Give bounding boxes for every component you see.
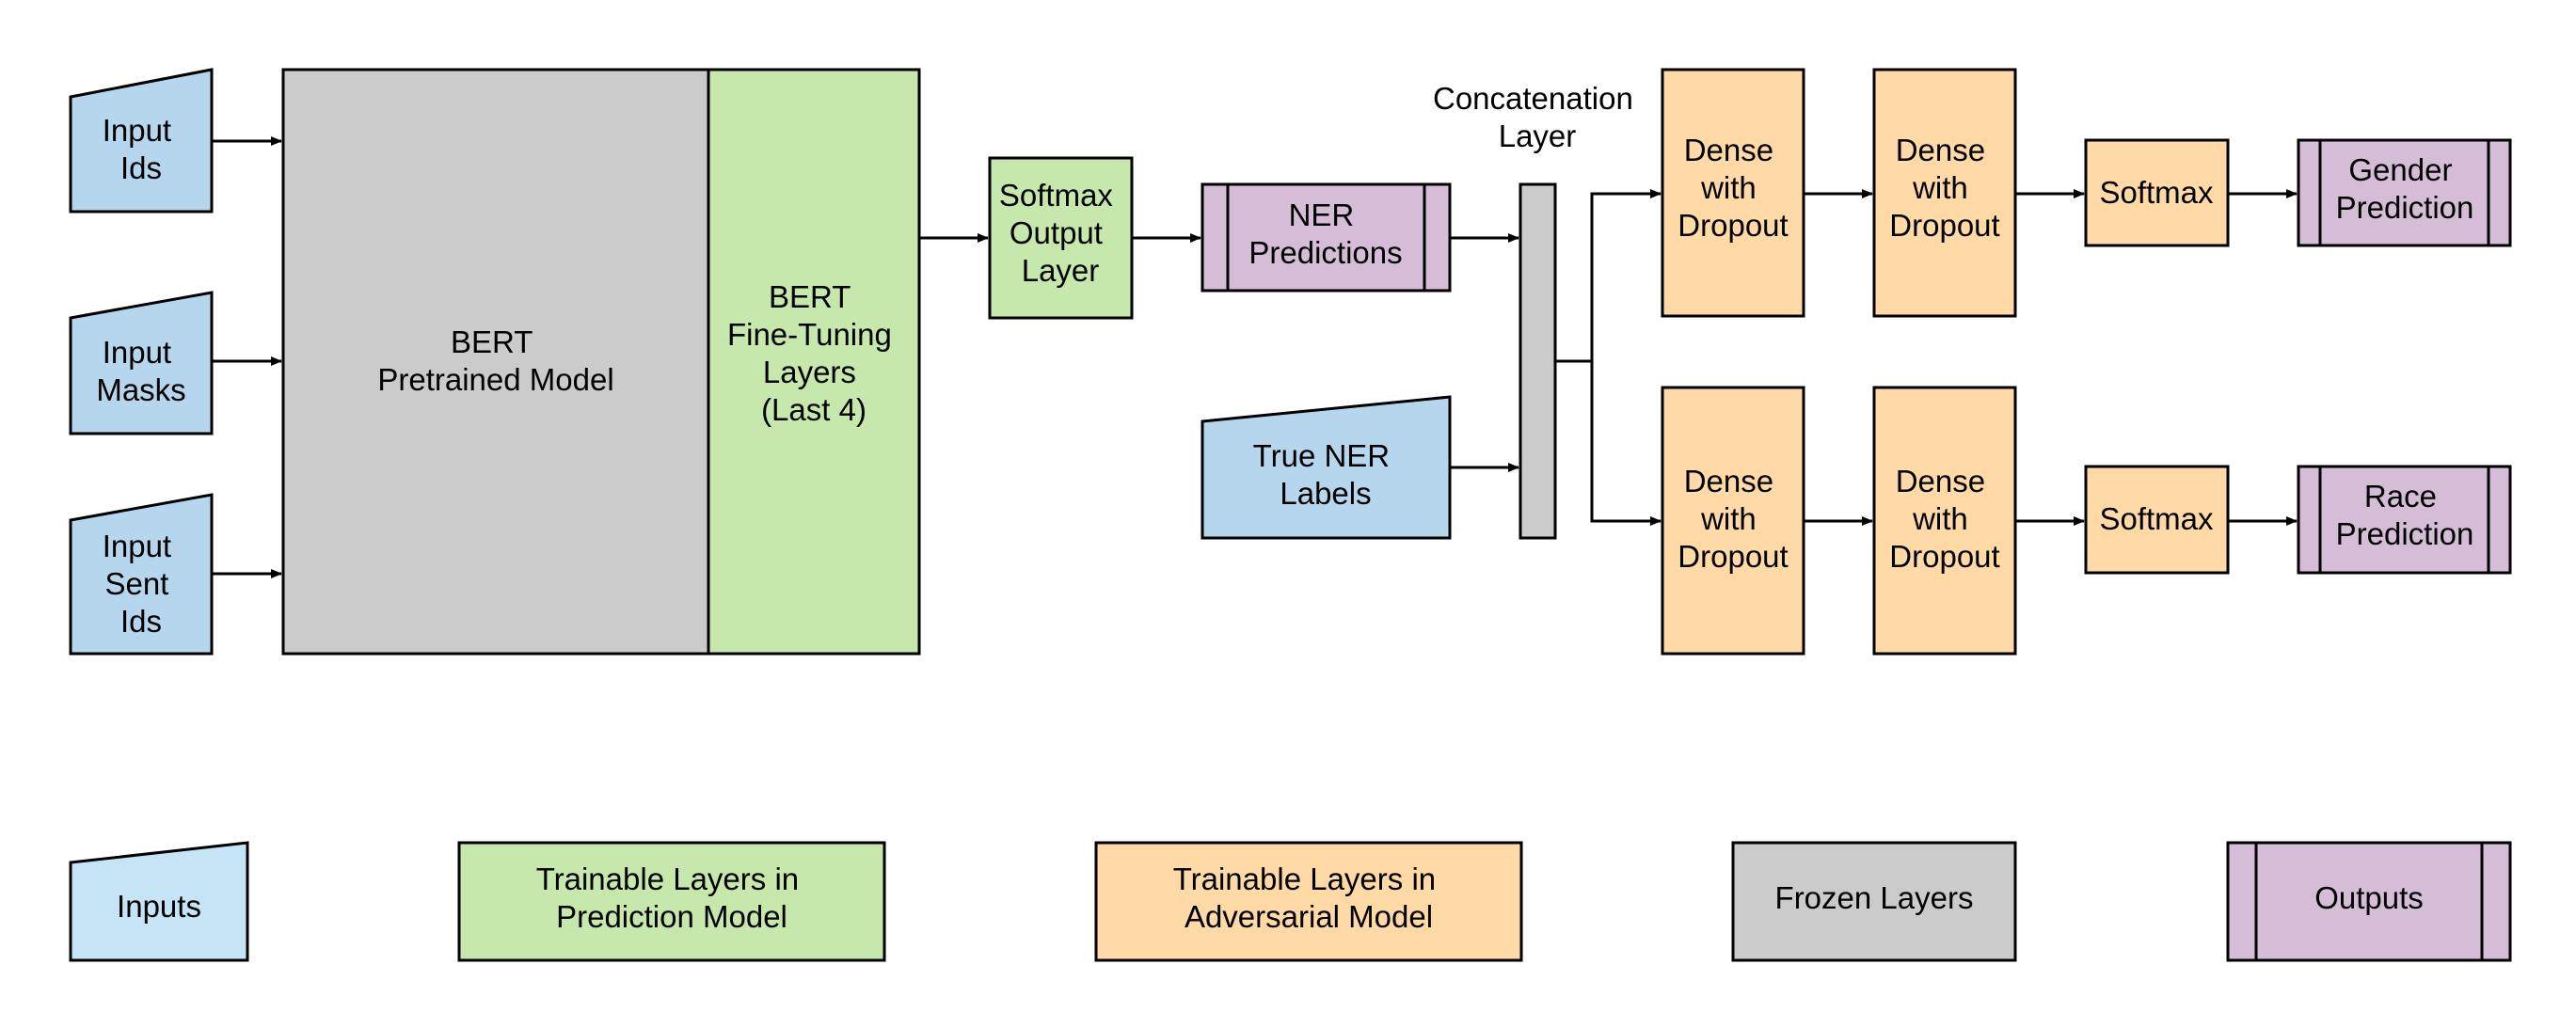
legend-trainable-adversarial: Trainable Layers in Adversarial Model <box>1094 841 1523 962</box>
input-ids-label: Input Ids <box>103 113 181 185</box>
bert-finetuning-node: BERT Fine-Tuning Layers (Last 4) <box>707 68 921 656</box>
dense-dropout-top-2-node: Dense with Dropout <box>1872 68 2017 318</box>
dense-dropout-top-1-label: Dense with Dropout <box>1678 133 1788 243</box>
softmax-output-layer-label: Softmax Output Layer <box>999 178 1121 288</box>
legend-inputs-label: Inputs <box>117 889 201 924</box>
dense-dropout-bottom-2-node: Dense with Dropout <box>1872 386 2017 656</box>
edges <box>212 136 2298 578</box>
legend-trainable-prediction-label: Trainable Layers in Prediction Model <box>536 862 808 934</box>
legend-frozen: Frozen Layers <box>1731 841 2017 962</box>
legend-frozen-label: Frozen Layers <box>1775 880 1974 915</box>
input-masks-node: Input Masks <box>69 291 214 435</box>
bert-pretrained-label: BERT Pretrained Model <box>377 324 613 397</box>
legend-outputs-label: Outputs <box>2314 880 2424 915</box>
true-ner-labels-node: True NER Labels <box>1201 395 1452 540</box>
input-sent-ids-label: Input Sent Ids <box>103 529 181 639</box>
legend-trainable-adversarial-label: Trainable Layers in Adversarial Model <box>1173 862 1445 934</box>
race-prediction-node: Race Prediction <box>2297 465 2512 575</box>
concatenation-layer-label: Concatenation Layer <box>1433 81 1642 153</box>
dense-dropout-bottom-1-node: Dense with Dropout <box>1661 386 1805 656</box>
input-masks-label: Input Masks <box>96 335 185 407</box>
softmax-output-layer-node: Softmax Output Layer <box>988 156 1134 320</box>
legend-inputs: Inputs <box>69 841 249 962</box>
legend: Inputs Trainable Layers in Prediction Mo… <box>69 841 2512 962</box>
legend-outputs: Outputs <box>2226 841 2512 962</box>
dense-dropout-top-1-node: Dense with Dropout <box>1661 68 1805 318</box>
bert-pretrained-node: BERT Pretrained Model <box>281 68 710 656</box>
softmax-top-node: Softmax <box>2084 138 2230 247</box>
true-ner-labels-label: True NER Labels <box>1253 438 1399 511</box>
edge-concat-to-dense-bottom <box>1590 361 1662 526</box>
race-prediction-label: Race Prediction <box>2336 479 2474 551</box>
edge-concat-to-dense-top <box>1555 189 1662 363</box>
softmax-bottom-label: Softmax <box>2099 501 2214 536</box>
input-ids-node: Input Ids <box>69 68 214 214</box>
softmax-top-label: Softmax <box>2099 175 2214 210</box>
concatenation-layer-node: Concatenation Layer <box>1433 81 1642 540</box>
ner-predictions-label: NER Predictions <box>1248 198 1402 270</box>
softmax-bottom-node: Softmax <box>2084 465 2230 575</box>
bert-finetuning-label: BERT Fine-Tuning Layers (Last 4) <box>727 279 900 427</box>
dense-dropout-bottom-1-label: Dense with Dropout <box>1678 464 1788 574</box>
ner-predictions-node: NER Predictions <box>1201 182 1452 293</box>
gender-prediction-node: Gender Prediction <box>2297 138 2512 247</box>
legend-trainable-prediction: Trainable Layers in Prediction Model <box>457 841 886 962</box>
dense-dropout-bottom-2-label: Dense with Dropout <box>1889 464 1999 574</box>
dense-dropout-top-2-label: Dense with Dropout <box>1889 133 1999 243</box>
gender-prediction-label: Gender Prediction <box>2336 152 2474 225</box>
input-sent-ids-node: Input Sent Ids <box>69 493 214 656</box>
